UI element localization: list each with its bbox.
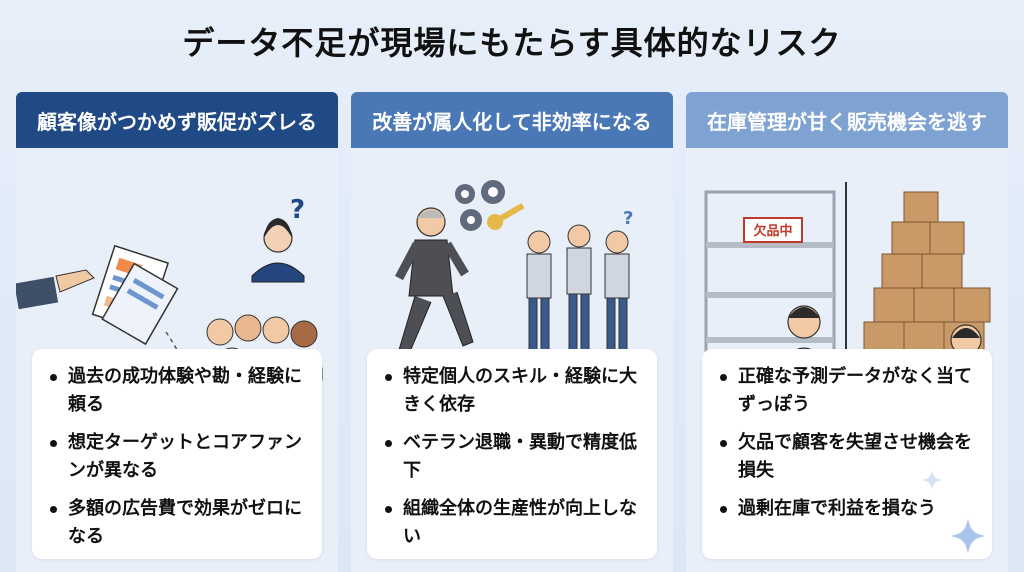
risk-card-inventory: 在庫管理が甘く販売機会を逃す 欠品中 正確な予測データがなく当てずっぽう 欠品で… xyxy=(686,92,1008,572)
list-item: ベテラン退職・異動で精度低下 xyxy=(381,429,643,485)
question-mark: ? xyxy=(290,195,305,225)
list-item: 過剰在庫で利益を損なう xyxy=(716,495,978,523)
list-item: 正確な予測データがなく当てずっぽう xyxy=(716,363,978,419)
risk-card-personal-dependency: 改善が属人化して非効率になる ? 特定個人のスキル・経験に大きく依存 ベテラン退… xyxy=(351,92,673,572)
list-item: 多額の広告費で効果がゼロになる xyxy=(46,495,308,551)
card-heading: 改善が属人化して非効率になる xyxy=(351,92,673,148)
bullet-panel: 正確な予測データがなく当てずっぽう 欠品で顧客を失望させ機会を損失 過剰在庫で利… xyxy=(702,349,992,559)
sparkle-icon xyxy=(922,470,942,490)
card-heading: 顧客像がつかめず販促がズレる xyxy=(16,92,338,148)
card-heading: 在庫管理が甘く販売機会を逃す xyxy=(686,92,1008,148)
bullet-panel: 特定個人のスキル・経験に大きく依存 ベテラン退職・異動で精度低下 組織全体の生産… xyxy=(367,349,657,559)
list-item: 欠品で顧客を失望させ機会を損失 xyxy=(716,429,978,485)
list-item: 過去の成功体験や勘・経験に頼る xyxy=(46,363,308,419)
page-title: データ不足が現場にもたらす具体的なリスク xyxy=(182,24,842,62)
bullet-panel: 過去の成功体験や勘・経験に頼る 想定ターゲットとコアファンンが異なる 多額の広告… xyxy=(32,349,322,559)
sparkle-icon xyxy=(950,518,986,554)
list-item: 組織全体の生産性が向上しない xyxy=(381,495,643,551)
list-item: 特定個人のスキル・経験に大きく依存 xyxy=(381,363,643,419)
list-item: 想定ターゲットとコアファンンが異なる xyxy=(46,429,308,485)
question-mark: ? xyxy=(623,208,633,229)
risk-card-customer: 顧客像がつかめず販促がズレる ? xyxy=(16,92,338,572)
out-of-stock-sign: 欠品中 xyxy=(753,223,792,239)
